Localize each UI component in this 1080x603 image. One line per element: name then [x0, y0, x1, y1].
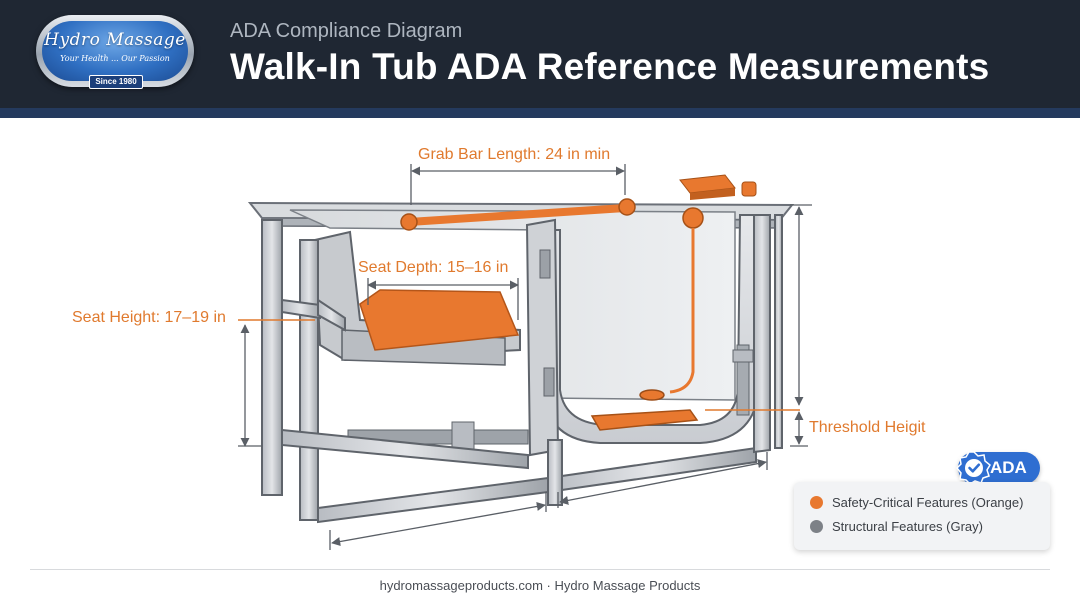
seat-height-label: Seat Height: 17–19 in: [72, 309, 226, 326]
walk-in-tub-diagram: [238, 164, 812, 550]
tub-seat: [313, 230, 521, 366]
tub-door: [525, 218, 560, 457]
ada-badge: ADA: [956, 451, 1040, 485]
legend-label-safety: Safety-Critical Features (Orange): [832, 495, 1024, 510]
footer-text: hydromassageproducts.com · Hydro Massage…: [379, 578, 701, 593]
header-stripe: [0, 108, 1080, 118]
gray-dot-icon: [810, 520, 823, 533]
check-badge-icon: [956, 451, 991, 485]
legend-item-structural: Structural Features (Gray): [810, 517, 983, 537]
threshold-height-label: Threshold Heigit: [809, 419, 926, 436]
page-subtitle: ADA Compliance Diagram: [230, 20, 463, 42]
grab-bar-length-label: Grab Bar Length: 24 in min: [418, 146, 611, 163]
page-title: Walk-In Tub ADA Reference Measurements: [230, 46, 990, 87]
logo-tagline: Your Health ... Our Passion: [60, 54, 170, 63]
legend: Safety-Critical Features (Orange) Struct…: [794, 482, 1050, 550]
legend-item-safety: Safety-Critical Features (Orange): [810, 493, 1023, 513]
footer-divider: [30, 569, 1050, 570]
grab-bar: [400, 198, 636, 231]
ada-badge-label: ADA: [990, 458, 1027, 477]
drain-icon: [639, 389, 665, 401]
callout-leaders: [238, 319, 800, 411]
faucet: [669, 174, 757, 394]
logo-name: Hydro Massage: [44, 30, 186, 50]
threshold-step: [590, 409, 699, 431]
legend-label-structural: Structural Features (Gray): [832, 519, 983, 534]
logo-badge: Hydro Massage Your Health ... Our Passio…: [42, 21, 188, 81]
brand-logo: Hydro Massage Your Health ... Our Passio…: [36, 15, 194, 89]
seat-depth-label: Seat Depth: 15–16 in: [358, 259, 509, 276]
logo-since: Since 1980: [89, 75, 143, 89]
dimension-lines: [238, 164, 812, 550]
orange-dot-icon: [810, 496, 823, 509]
header-bar: Hydro Massage Your Health ... Our Passio…: [0, 0, 1080, 108]
